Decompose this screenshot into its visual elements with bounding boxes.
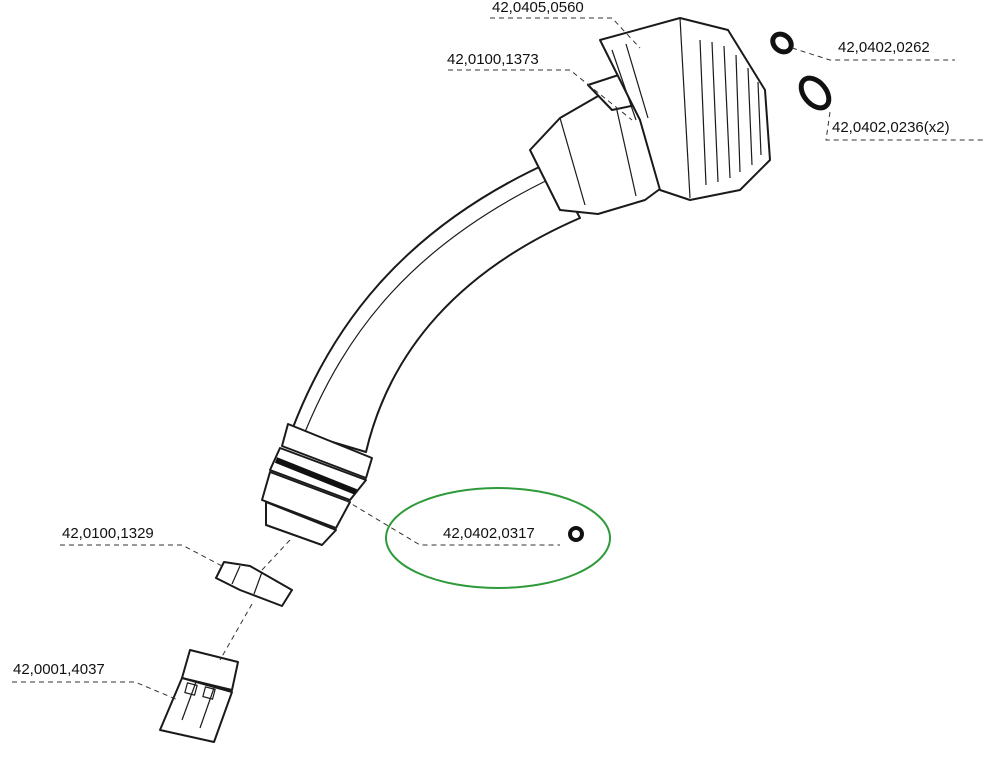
oring-large [798,75,832,111]
leader-handle [448,69,633,121]
leader-oring-small [791,47,955,61]
oring-small [770,31,794,55]
neck-collar [261,423,373,546]
label-handle: 42,0100,1373 [447,51,539,68]
nut-knurl [699,39,762,186]
leader-oring-neck [344,499,560,546]
tip-holder-part [159,649,239,743]
label-oring-neck: 42,0402,0317 [443,525,535,542]
label-insulator: 42,0100,1329 [62,525,154,542]
assembly-axis-line [219,539,291,661]
label-oring-small: 42,0402,0262 [838,39,930,56]
highlight-ellipse [385,487,611,589]
threaded-nut [599,17,771,201]
oring-neck-loose [568,526,584,542]
insulator-part [215,561,293,607]
label-oring-large: 42,0402,0236(x2) [832,119,950,136]
neck-oring [274,457,358,495]
gooseneck-tube [291,161,581,453]
leader-insulator [60,544,223,567]
label-tip-holder: 42,0001,4037 [13,661,105,678]
leader-nut [490,17,641,49]
label-nut: 42,0405,0560 [492,0,584,16]
leader-oring-large [825,111,985,141]
leader-tip-holder [12,681,179,701]
